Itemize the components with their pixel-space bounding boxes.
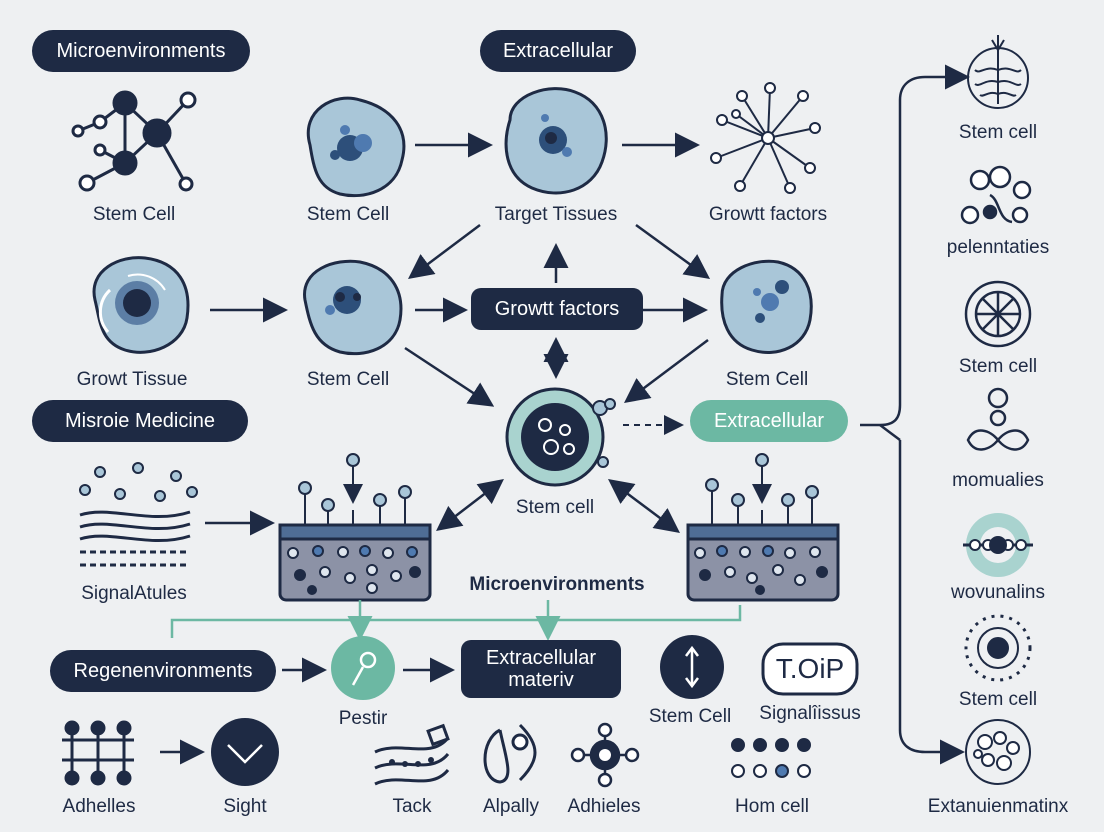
bubbles-icon — [960, 165, 1032, 225]
label-stem-cell-1: Stem Cell — [92, 204, 176, 225]
label-stem-cell-2: Stem Cell — [306, 204, 390, 225]
sidebar-label-stem-cell-3: Stem cell — [958, 689, 1038, 710]
network-icon — [71, 90, 197, 192]
label-stem-cell-center: Stem cell — [515, 497, 595, 518]
label-tack: Tack — [392, 796, 432, 817]
cluster-cell-icon — [965, 719, 1031, 785]
pin-icon — [331, 636, 395, 700]
membrane-icon — [963, 513, 1033, 577]
label-growt-tissue: Growt Tissue — [76, 369, 188, 390]
label-alpally: Alpally — [483, 796, 539, 817]
growth-factor-radial-icon — [710, 82, 821, 194]
stem-cell-graphic-2 — [504, 87, 608, 195]
signal-waves-icon — [79, 462, 198, 567]
sidebar-label-pelenntaties: pelenntaties — [946, 237, 1050, 258]
label-adhieles: Adhieles — [567, 796, 641, 817]
label-pestir: Pestir — [338, 708, 388, 729]
adhieles-icon — [570, 722, 640, 788]
top-badge-icon — [761, 642, 859, 696]
top-badge-text: T.OiP — [775, 653, 845, 684]
stem-cell-graphic-5 — [720, 259, 813, 354]
central-stem-cell-graphic — [505, 387, 616, 487]
label-stem-cell-3: Stem Cell — [306, 369, 390, 390]
pill-extracellular-materiv: Extracellular materiv — [461, 640, 621, 698]
pill-regenenvironments: Regenenvironments — [50, 650, 276, 692]
alpally-icon — [483, 723, 537, 784]
label-adhelles: Adhelles — [62, 796, 136, 817]
tissue-block-left — [278, 453, 432, 602]
label-signalatules: SignalAtules — [81, 583, 187, 604]
label-stem-cell-5: Stem Cell — [648, 706, 732, 727]
stem-cell-graphic-1 — [306, 96, 406, 198]
label-signalissus: Signalîissus — [759, 703, 861, 724]
sidebar-label-extanuienmatinx: Extanuienmatinx — [927, 796, 1069, 817]
label-target-tissues: Target Tissues — [494, 204, 618, 225]
grid-adhesion-icon — [62, 720, 134, 786]
sidebar-label-stem-cell-1: Stem cell — [958, 122, 1038, 143]
tissue-block-right — [686, 453, 840, 602]
sidebar-label-momualies: momualies — [952, 470, 1044, 491]
sight-icon — [211, 718, 279, 786]
pill-misroie-medicine: Misroie Medicine — [32, 400, 248, 442]
infinity-loop-icon — [966, 387, 1030, 451]
tack-icon — [374, 723, 450, 786]
stem-cell-graphic-4 — [303, 259, 403, 356]
pill-extracellular-teal: Extracellular — [690, 400, 848, 442]
vertical-arrows-icon — [660, 635, 724, 699]
pill-growth-factors: Growtt factors — [471, 288, 643, 330]
label-sight: Sight — [223, 796, 267, 817]
pill-extracellular-top: Extracellular — [480, 30, 636, 72]
radial-web-icon — [964, 280, 1032, 348]
dot-grid-icon — [731, 738, 811, 778]
label-microenvironments: Microenvironments — [469, 574, 645, 595]
label-growth-factors-top: Growtt factors — [708, 204, 828, 225]
sidebar-label-wovunalins: wovunalins — [951, 582, 1045, 603]
dna-tree-icon — [967, 35, 1029, 109]
stem-cell-graphic-3 — [92, 256, 190, 354]
label-hom-cell: Hom cell — [735, 796, 809, 817]
label-stem-cell-4: Stem Cell — [725, 369, 809, 390]
target-cell-icon — [964, 614, 1032, 682]
sidebar-label-stem-cell-2: Stem cell — [958, 356, 1038, 377]
pill-microenvironments: Microenvironments — [32, 30, 250, 72]
